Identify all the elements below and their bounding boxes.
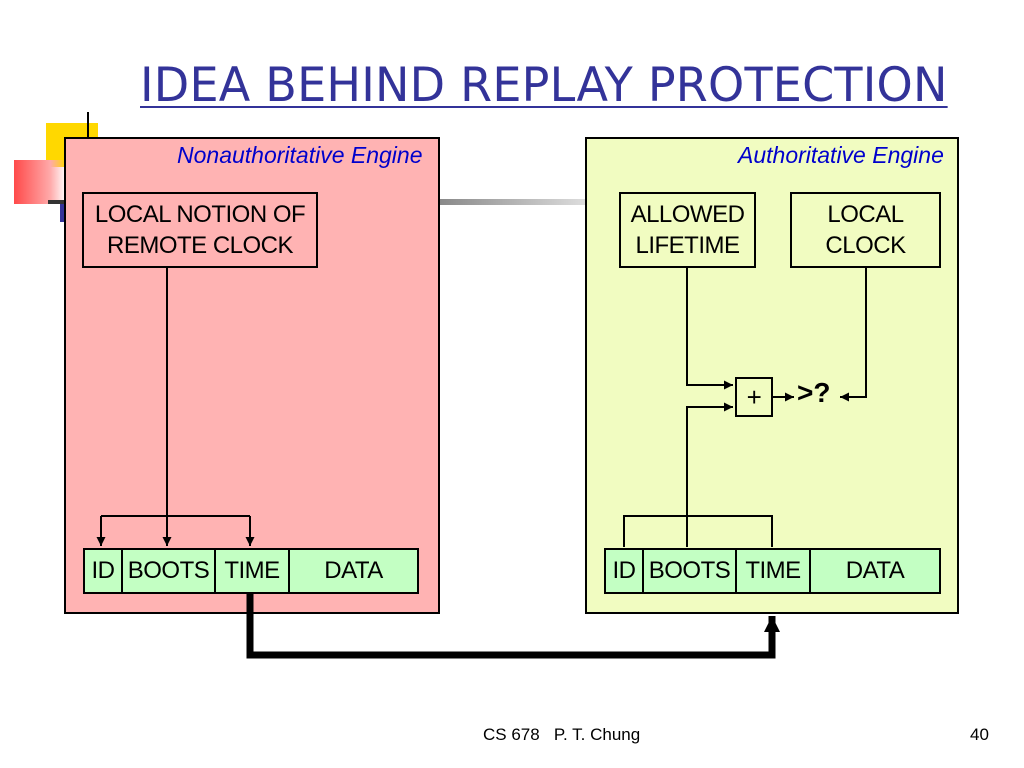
authoritative-message: ID BOOTS TIME DATA [604, 548, 941, 594]
local-clock-box: LOCAL CLOCK [790, 192, 941, 268]
local-notion-of-remote-clock-box: LOCAL NOTION OF REMOTE CLOCK [82, 192, 318, 268]
red-square-decoration [14, 160, 66, 204]
clock-to-compare-arrow [840, 268, 867, 402]
message-field-boots: BOOTS [644, 550, 737, 592]
footer-course-author: CS 678 P. T. Chung [483, 725, 641, 744]
local-notion-label: LOCAL NOTION OF REMOTE CLOCK [94, 201, 306, 259]
message-field-id: ID [606, 550, 644, 592]
message-field-time: TIME [216, 550, 290, 592]
allowed-lifetime-box: ALLOWED LIFETIME [619, 192, 756, 268]
fields-to-adder-arrow [686, 402, 733, 547]
horizontal-rule-center [438, 199, 586, 205]
message-field-time: TIME [737, 550, 811, 592]
nonauthoritative-engine-title: Nonauthoritative Engine [177, 142, 423, 168]
message-field-id: ID [85, 550, 123, 592]
allowed-lifetime-label: ALLOWED LIFETIME [630, 201, 745, 259]
local-clock-label: LOCAL CLOCK [825, 201, 906, 259]
horizontal-rule-left [48, 200, 78, 204]
message-field-data: DATA [290, 550, 417, 592]
message-field-boots: BOOTS [123, 550, 216, 592]
adder-box: + [735, 377, 773, 417]
authoritative-engine-title: Authoritative Engine [738, 142, 944, 168]
fields-branch-line [623, 515, 773, 547]
message-field-data: DATA [811, 550, 939, 592]
nonauthoritative-engine-panel [64, 137, 440, 614]
comparison-label: >? [797, 377, 831, 408]
lifetime-to-adder-arrow [686, 268, 733, 390]
transmission-arrow [246, 594, 780, 659]
slide-title: IDEA BEHIND REPLAY PROTECTION [140, 58, 948, 113]
nonauthoritative-message: ID BOOTS TIME DATA [83, 548, 419, 594]
page-number: 40 [970, 725, 989, 744]
